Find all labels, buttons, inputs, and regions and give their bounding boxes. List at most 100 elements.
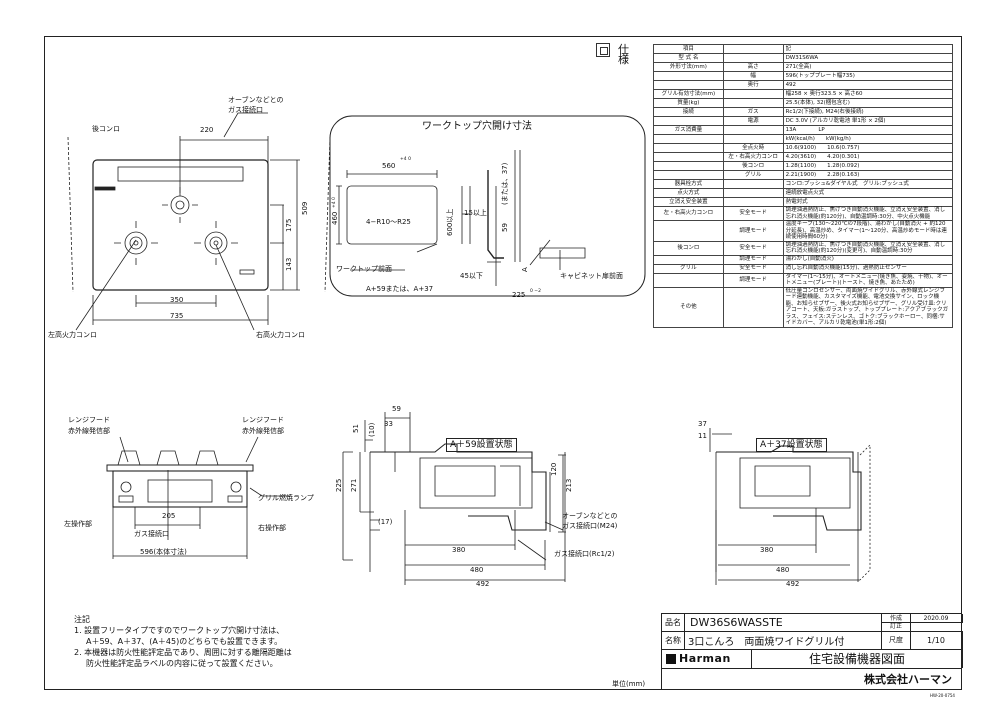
- dim-509: 509: [301, 201, 309, 215]
- gas-inlet-label-bottom: ガス接続口: [228, 106, 263, 114]
- dim-350: 350: [170, 296, 184, 304]
- a59-dim-33: 33: [384, 420, 393, 428]
- a37-dim-480: 480: [776, 566, 790, 574]
- a59-gas-rc-label: ガス接続口(Rc1/2): [554, 550, 615, 558]
- hood-left-label-1: レンジフード: [68, 416, 110, 424]
- a37-dim-11: 11: [698, 432, 707, 440]
- cabinet-front-label: キャビネット扉前面: [560, 272, 623, 280]
- spec-row: 後コンロ安全モード調理油過熱防止、焦げつき自動消火機能、立消え安全装置、消し忘れ…: [653, 240, 954, 256]
- a59-dim-271: 271: [350, 478, 358, 492]
- scale-label: 尺度: [889, 636, 903, 644]
- a59-dim-213: 213: [565, 478, 573, 492]
- spec-row: 調理モード温度キープ(130〜220℃の7段階)、湯わかし(自動消火 + 約12…: [653, 220, 954, 242]
- drawing-frame: [44, 36, 962, 690]
- drawing-title: 住宅設備機器図面: [808, 652, 905, 666]
- left-burner-label: 左高火力コンロ: [48, 331, 97, 339]
- exhaust-vent: [117, 166, 244, 182]
- side-view-a37: [709, 428, 871, 585]
- a59-dim-480: 480: [470, 566, 484, 574]
- title-block: 品名 DW36S6WASSTE 作成 2020.09 訂正 名称 3口こんろ 両…: [661, 613, 963, 690]
- a59-dim-225: 225: [335, 478, 343, 492]
- a37-dim-37: 37: [698, 420, 707, 428]
- notes-line-1: 1. 設置フリータイプですのでワークトップ穴開け寸法は、: [74, 626, 285, 635]
- cutout-dim-560: 560: [382, 162, 396, 170]
- worktop-front-label: ワークトップ前面: [336, 265, 392, 273]
- right-burner-mark: [194, 221, 238, 265]
- gas-inlet-label-top: オーブンなどとの: [228, 96, 284, 104]
- spec-cell: 左・右高火力コンロ: [653, 206, 724, 221]
- notes-title: 注記: [74, 615, 90, 624]
- cutout-dim-45: 45以下: [460, 272, 483, 280]
- notes: 注記 1. 設置フリータイプですのでワークトップ穴開け寸法は、 A＋59、A＋3…: [74, 614, 292, 669]
- a59-dim-10: (10): [368, 422, 376, 437]
- cutout-dim-15: 15以上: [464, 209, 487, 217]
- top-plate: [92, 159, 269, 291]
- front-body: [112, 470, 248, 508]
- front-topplate: [106, 464, 254, 472]
- hood-right-label-1: レンジフード: [242, 416, 284, 424]
- cutout-tol-460: +4 0: [332, 197, 337, 208]
- spec-row: その他 低圧量コンロセンサー、両面焼ワイドグリル、赤外線式レンジフード連動機能、カ…: [653, 286, 954, 328]
- cutout-dim-225: 225: [512, 291, 526, 299]
- side-badge: [94, 186, 116, 191]
- notes-line-4: 防火性能評定品ラベルの内容に従って設置ください。: [86, 659, 278, 668]
- a37-title: A＋37設置状態: [756, 438, 827, 452]
- cutout-dim-460: 460: [331, 211, 339, 225]
- hood-right-label-2: 赤外線発信部: [242, 427, 284, 435]
- hood-left-label-2: 赤外線発信部: [68, 427, 110, 435]
- side-view-a59: [342, 412, 566, 585]
- notes-line-3: 2. 本機器は防火性能評定品であり、周囲に対する離隔距離は: [74, 648, 292, 657]
- a59-dim-120: 120: [550, 462, 558, 476]
- grill-lamp-label: グリル燃焼ランプ: [258, 494, 314, 502]
- spec-square-icon: [596, 43, 610, 57]
- company-name: 株式会社ハーマン: [864, 673, 952, 686]
- scale-value: 1/10: [927, 635, 945, 645]
- a59-gas-m24-label-2: ガス接続口(M24): [562, 522, 618, 530]
- revised-label: 訂正: [889, 623, 902, 630]
- a59-dim-51: 51: [352, 424, 360, 433]
- spec-cell: 低圧量コンロセンサー、両面焼ワイドグリル、赤外線式レンジフード連動機能、カスタマ…: [782, 286, 954, 328]
- created-value: 2020.09: [923, 614, 949, 622]
- grill-door: [147, 479, 213, 503]
- model-label: 品名: [665, 618, 681, 627]
- front-view: [106, 436, 290, 559]
- front-dim-596: 596(本体寸法): [140, 548, 187, 556]
- spec-cell: 調理油過熱防止、焦げつき自動消火機能、立消え安全装置、消し忘れ消火機能(約120…: [782, 206, 954, 221]
- brand-name: Harman: [679, 652, 731, 665]
- name-label: 名称: [665, 635, 681, 645]
- dim-143: 143: [285, 257, 293, 271]
- name-value: 3口こんろ 両面焼ワイドグリル付: [688, 636, 845, 648]
- a59-body: [419, 457, 533, 509]
- spec-heading-label: 仕様: [618, 43, 629, 66]
- cutout-detail: [329, 115, 646, 297]
- cutout-dim-600: 600以上: [446, 208, 454, 236]
- doc-number: HW-20-0754: [930, 693, 955, 698]
- unit-label: 単位(mm): [612, 680, 646, 688]
- a59-title: A＋59設置状態: [446, 438, 517, 452]
- a-options-label: A+59または、A+37: [366, 285, 434, 293]
- cutout-tol-225: 0 −2: [530, 289, 541, 294]
- cutout-dim-59: 59: [501, 223, 509, 232]
- cutout-title: ワークトップ穴開け寸法: [422, 121, 532, 132]
- left-op-label: 左操作部: [64, 520, 92, 528]
- top-view: [67, 112, 331, 331]
- spec-cell: その他: [653, 286, 724, 328]
- a59-dim-380: 380: [452, 546, 466, 554]
- spec-row: 調理モードタイマー(1〜15分)、オートメニュー(焼き魚、姿焼、干物)、オートメ…: [653, 272, 954, 288]
- spec-row: 左・右高火力コンロ安全モード調理油過熱防止、焦げつき自動消火機能、立消え安全装置…: [653, 206, 954, 221]
- model-value: DW36S6WASSTE: [690, 616, 783, 629]
- a59-dim-59: 59: [392, 405, 401, 413]
- a59-gas-m24-label-1: オーブンなどとの: [562, 512, 618, 520]
- rear-burner-label: 後コンロ: [92, 125, 120, 133]
- front-dim-205: 205: [162, 512, 176, 520]
- notes-line-2: A＋59、A＋37、(A＋45)のどちらでも設置できます。: [86, 637, 283, 646]
- dim-175: 175: [285, 218, 293, 232]
- spec-cell: 温度キープ(130〜220℃の7段階)、湯わかし(自動消火 + 約120分延長)…: [782, 220, 954, 242]
- a37-dim-380: 380: [760, 546, 774, 554]
- spec-cell: [722, 286, 784, 328]
- left-burner-mark: [114, 221, 158, 265]
- cutout-dim-a: A: [521, 267, 529, 272]
- dim-735: 735: [170, 312, 184, 320]
